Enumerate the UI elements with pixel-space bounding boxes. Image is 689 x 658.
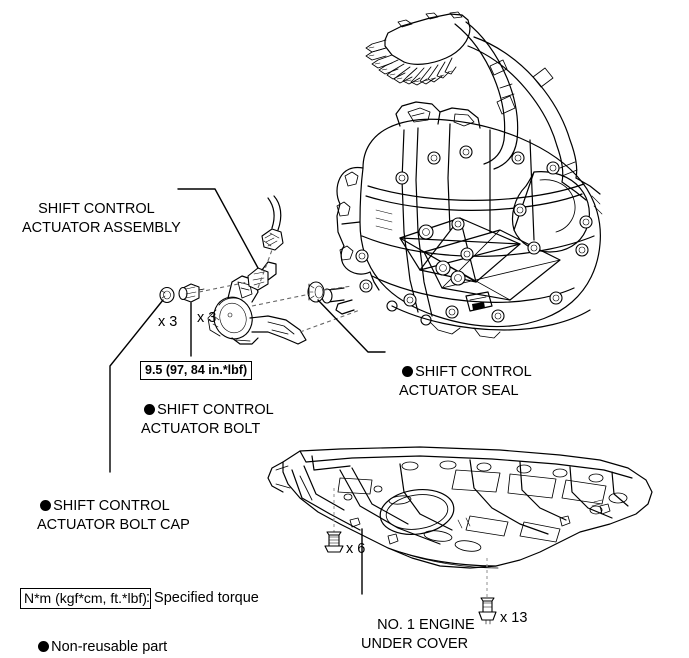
legend-non-reusable-text: Non-reusable part	[51, 639, 168, 655]
non-reusable-bullet-icon	[38, 641, 50, 652]
shift-control-actuator-seal-illustration	[307, 281, 325, 303]
legend-specified-torque-text: : Specified torque	[146, 590, 259, 606]
label-shift-control-actuator-bolt: SHIFT CONTROL ACTUATOR BOLT	[128, 382, 274, 477]
wire-harness-connector	[365, 11, 471, 86]
assembly-guide-line-bolt	[198, 281, 249, 293]
label-shift-control-actuator-assembly: SHIFT CONTROL ACTUATOR ASSEMBLY	[22, 181, 181, 276]
no-1-engine-under-cover-illustration	[267, 446, 653, 569]
non-reusable-bullet-icon	[144, 404, 156, 415]
cover-screw-fastener-illustration	[324, 488, 344, 553]
shift-control-actuator-bolt-illustration	[178, 283, 205, 303]
label-actuator-seal-line1: SHIFT CONTROL	[415, 364, 532, 380]
wiring-harness-cables	[454, 21, 601, 201]
label-actuator-seal-line2: ACTUATOR SEAL	[399, 383, 519, 399]
assembly-guide-line-seal-to-case	[323, 285, 353, 291]
assembly-guide-line-seal	[251, 293, 311, 307]
cover-clip-fastener-illustration	[478, 558, 497, 625]
non-reusable-bullet-icon	[402, 366, 414, 377]
legend-torque-unit-box: N*m (kgf*cm, ft.*lbf)	[20, 588, 151, 609]
quantity-cover-clip: x 13	[500, 610, 528, 626]
assembly-guide-line-arm	[299, 309, 361, 333]
torque-specification-box: 9.5 (97, 84 in.*lbf)	[140, 361, 253, 380]
label-actuator-bolt-cap-line2: ACTUATOR BOLT CAP	[37, 517, 190, 533]
label-under-cover-line2: UNDER COVER	[361, 636, 469, 652]
quantity-cover-screw: x 6	[346, 541, 366, 557]
label-actuator-bolt-line2: ACTUATOR BOLT	[141, 421, 261, 437]
label-no-1-engine-under-cover: NO. 1 ENGINE UNDER COVER	[361, 597, 475, 658]
label-actuator-bolt-cap-line1: SHIFT CONTROL	[53, 498, 170, 514]
non-reusable-bullet-icon	[40, 500, 52, 511]
leader-actuator-seal	[317, 299, 386, 353]
legend-non-reusable-row: Non-reusable part	[22, 623, 167, 658]
quantity-bolt-cap: x 3	[158, 314, 178, 330]
label-shift-control-actuator-bolt-cap: SHIFT CONTROL ACTUATOR BOLT CAP	[24, 478, 190, 573]
shift-control-actuator-bolt-cap-illustration	[159, 286, 175, 304]
automatic-transaxle-assembly-illustration	[321, 11, 603, 339]
shift-control-actuator-assembly-illustration	[207, 195, 307, 345]
leader-actuator-assembly	[177, 188, 259, 269]
label-shift-control-actuator-seal: SHIFT CONTROL ACTUATOR SEAL	[386, 344, 532, 439]
quantity-bolt: x 3	[197, 310, 217, 326]
label-actuator-assembly-line1: SHIFT CONTROL	[38, 201, 155, 217]
label-under-cover-line1: NO. 1 ENGINE	[377, 617, 475, 633]
label-actuator-assembly-line2: ACTUATOR ASSEMBLY	[22, 220, 181, 236]
housing-bolt-bosses	[355, 145, 593, 326]
transaxle-housing	[321, 101, 603, 339]
leader-actuator-bolt-cap	[109, 299, 164, 473]
label-actuator-bolt-line1: SHIFT CONTROL	[157, 402, 274, 418]
